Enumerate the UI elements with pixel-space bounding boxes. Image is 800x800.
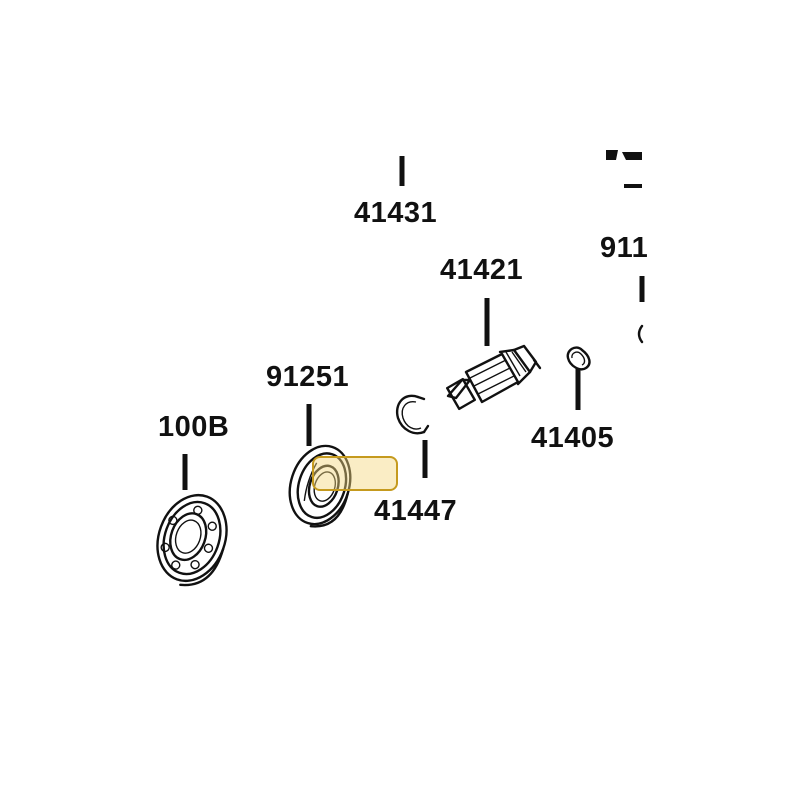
part-label-41431[interactable]: 41431 (354, 197, 437, 229)
circlip-part[interactable] (395, 394, 430, 435)
o-ring-part[interactable] (566, 346, 591, 371)
part-label-911[interactable]: 911 (600, 232, 648, 264)
part-label-91251[interactable]: 91251 (266, 361, 349, 393)
part-label-100b[interactable]: 100B (158, 411, 229, 443)
part-label-41447[interactable]: 41447 (374, 495, 457, 527)
part-label-41421[interactable]: 41421 (440, 254, 523, 286)
cropped-part-fragment (606, 150, 644, 344)
selected-part-highlight[interactable] (312, 456, 398, 491)
part-label-41405[interactable]: 41405 (531, 422, 614, 454)
shaft-sprocket-part[interactable] (446, 344, 542, 411)
ball-bearing-part[interactable] (145, 485, 239, 594)
